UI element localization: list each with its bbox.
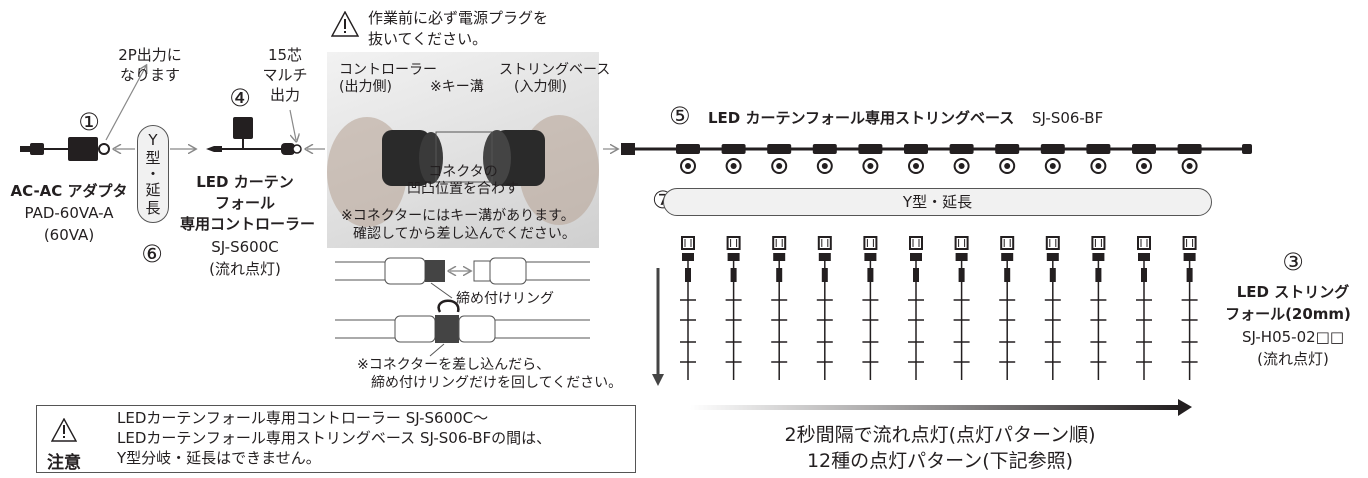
caution-line1: LEDカーテンフォール専用コントローラー SJ-S600C〜 [117, 409, 489, 427]
drop-plug-2 [726, 236, 741, 250]
base-tee-3 [767, 144, 792, 154]
controller-output-line3: 出力 [269, 86, 300, 104]
drop-plug-10 [1091, 236, 1106, 250]
flow-line2: 12種の点灯パターン(下記参照) [806, 450, 1074, 472]
photo-note-line1: ※コネクターにはキー溝があります。 [341, 208, 575, 224]
drop-plug-11 [1137, 236, 1151, 250]
drop-plug-12 [1182, 236, 1197, 250]
photo-right-label-1: ストリングベース [499, 62, 611, 78]
base-tee-5 [858, 144, 883, 154]
base-tee-2 [721, 144, 746, 154]
photo-left-label-1: コントローラー [339, 62, 437, 78]
controller-model: SJ-S600C [211, 238, 279, 256]
photo-key-label: ※キー溝 [430, 79, 484, 95]
adapter-model: PAD-60VA-A [24, 204, 114, 222]
y-pill-char-4: 延 [145, 181, 161, 199]
ring-note-line1: ※コネクターを差し込んだら、 [357, 357, 551, 373]
string-base-model: SJ-S06-BF [1032, 109, 1104, 127]
drop-plug-5 [863, 236, 878, 250]
caution-line3: Y型分岐・延長はできません。 [117, 449, 321, 467]
string-fall-name-line2: フォール(20mm) [1225, 305, 1351, 323]
controller-name-line2: フォール [214, 194, 275, 212]
y-pill-char-5: 長 [145, 199, 161, 217]
string-fall-number: ③ [1282, 248, 1304, 276]
base-tee-1 [676, 144, 700, 154]
ring-note-line2: 締め付けリングだけを回してください。 [371, 375, 623, 391]
drop-plug-7 [954, 236, 969, 250]
controller-output-line2: マルチ [262, 66, 308, 84]
photo-center-line2: 凹凸位置を合わす [407, 181, 519, 197]
drop-plug-4 [817, 236, 832, 250]
flow-line1: 2秒間隔で流れ点灯(点灯パターン順) [784, 424, 1096, 446]
base-tee-11 [1132, 144, 1156, 154]
y-pill-char-1: Y [148, 131, 158, 149]
y-extension-pill-left: Y 型 ・ 延 長 [137, 125, 169, 223]
drop-plug-9 [1045, 236, 1060, 250]
drop-plug-3 [772, 236, 787, 250]
base-tee-12 [1177, 144, 1202, 154]
drop-plug-8 [1000, 236, 1015, 250]
top-warning-line2: 抜いてください。 [368, 30, 488, 48]
base-tee-4 [812, 144, 837, 154]
string-fall-spec: (流れ点灯) [1257, 350, 1329, 368]
base-tee-7 [949, 144, 974, 154]
base-tee-10 [1086, 144, 1111, 154]
y-pill-char-2: 型 [145, 149, 161, 167]
y-extension-right-label: Y型・延長 [902, 193, 973, 211]
caution-label: 注意 [47, 453, 81, 473]
string-base-name: LED カーテンフォール専用ストリングベース [708, 109, 1015, 127]
adapter-output-line2: なります [119, 66, 180, 84]
photo-left-label-2: (出力側) [339, 79, 392, 95]
adapter-number: ① [78, 108, 100, 136]
base-tee-6 [904, 144, 928, 154]
controller-icon [206, 117, 302, 155]
adapter-output-line1: 2P出力に [118, 46, 182, 64]
string-base-number: ⑤ [669, 102, 691, 130]
controller-name-line3: 専用コントローラー [180, 215, 316, 233]
y-extension-pill-right: Y型・延長 [663, 188, 1212, 216]
base-tee-8 [995, 144, 1020, 154]
base-tee-9 [1040, 144, 1065, 154]
controller-name-line1: LED カーテン [196, 173, 294, 191]
string-fall-model: SJ-H05-02□□ [1241, 328, 1345, 346]
drop-plug-1 [681, 236, 695, 250]
base-input-plug [621, 143, 635, 155]
base-end-cap [1242, 144, 1252, 154]
adapter-plug-icon [20, 137, 110, 161]
controller-output-line1: 15芯 [267, 46, 303, 64]
adapter-spec: (60VA) [43, 226, 95, 244]
warning-icon [331, 11, 359, 37]
controller-spec: (流れ点灯) [209, 260, 281, 278]
connector-photo-drawing [327, 115, 599, 227]
drop-plug-6 [909, 236, 923, 250]
caution-box: 注意 LEDカーテンフォール専用コントローラー SJ-S600C〜 LEDカーテ… [36, 405, 636, 473]
caution-line2: LEDカーテンフォール専用ストリングベース SJ-S06-BFの間は、 [117, 429, 552, 447]
string-fall-name-line1: LED ストリング [1236, 283, 1350, 301]
adapter-pointer [105, 66, 146, 141]
top-warning-line1: 作業前に必ず電源プラグを [368, 9, 549, 27]
ring-label: 締め付けリング [456, 291, 554, 307]
y-pill-char-3: ・ [145, 165, 161, 183]
photo-center-line1: コネクタの [428, 164, 498, 180]
adapter-name: AC-AC アダプタ [10, 182, 128, 200]
flow-arrow [690, 405, 1180, 410]
photo-right-label-2: (入力側) [514, 79, 567, 95]
connector-photo: コントローラー (出力側) ※キー溝 ストリングベース (入力側) コネクタの … [327, 52, 610, 248]
controller-number: ④ [229, 84, 251, 112]
photo-note-line2: 確認してから差し込んでください。 [353, 226, 576, 242]
y-extension-left-number: ⑥ [141, 240, 163, 268]
caution-icon [51, 418, 77, 442]
